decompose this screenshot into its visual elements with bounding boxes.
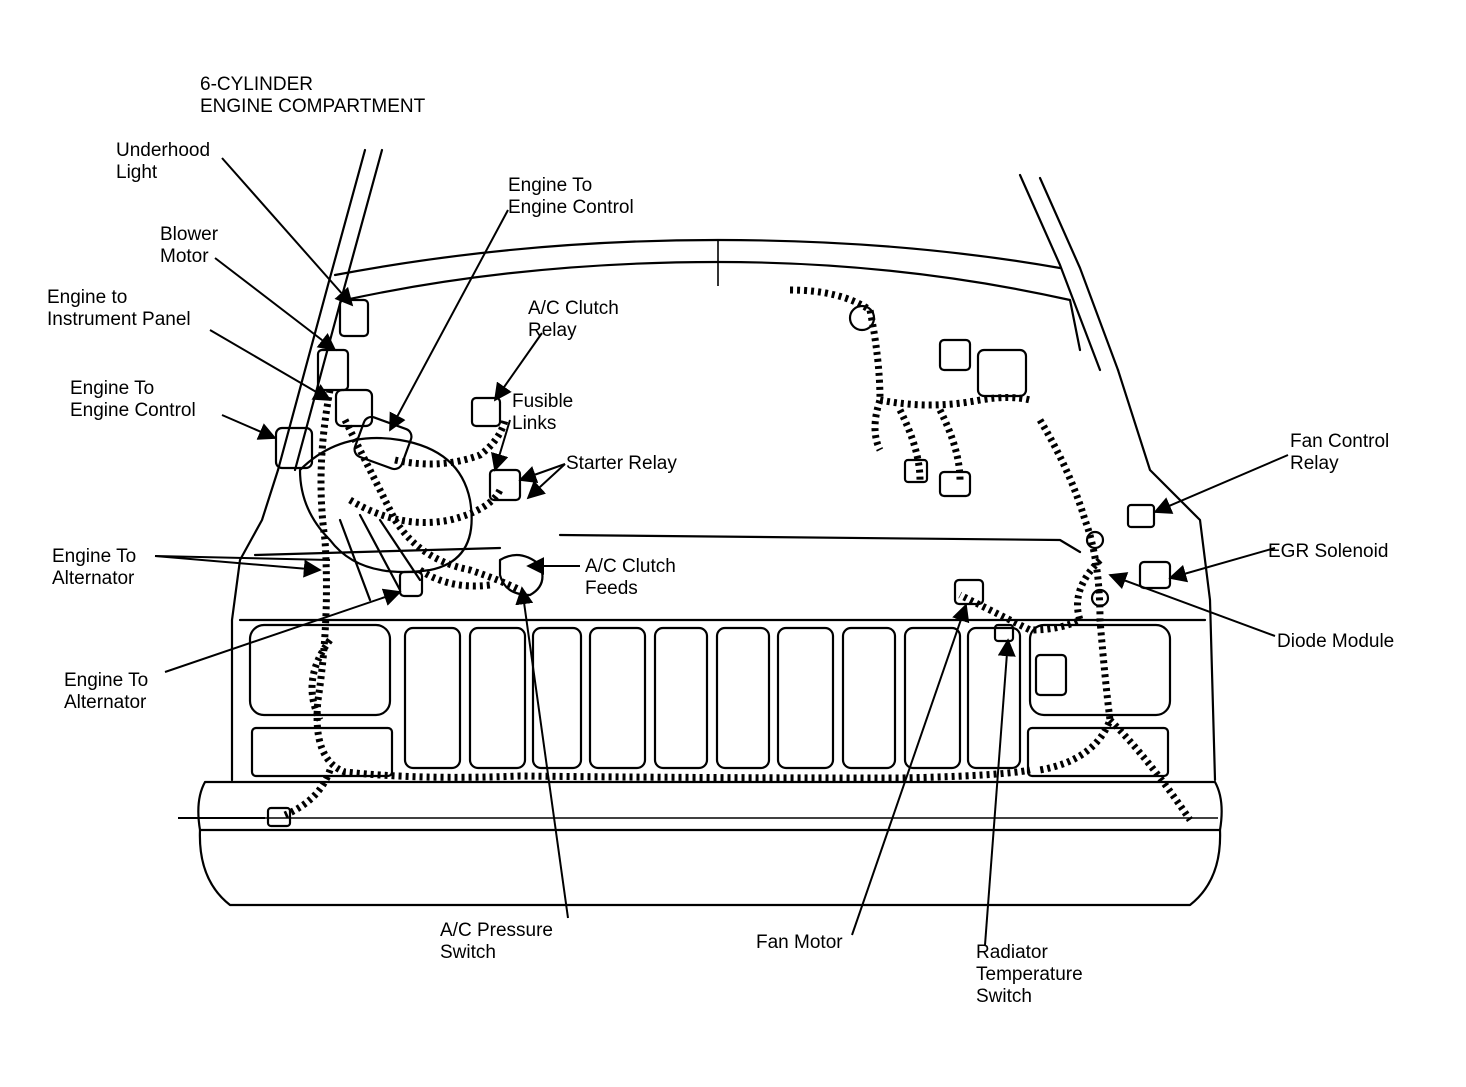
label-ac-clutch-feeds: A/C Clutch Feeds [585, 556, 676, 599]
leader-lines [154, 157, 1289, 946]
label-engine-to-instrument-panel: Engine to Instrument Panel [47, 287, 191, 330]
right-connectors [903, 338, 1172, 697]
label-engine-to-alternator-lower: Engine To Alternator [64, 670, 149, 713]
left-wiring-harness [283, 389, 1031, 819]
diagram-title: 6-CYLINDER ENGINE COMPARTMENT [200, 74, 426, 117]
label-underhood-light: Underhood Light [116, 140, 211, 183]
label-fan-control-relay: Fan Control Relay [1290, 431, 1390, 474]
label-ac-pressure-switch: A/C Pressure Switch [440, 920, 553, 963]
label-fusible-links: Fusible Links [512, 391, 574, 434]
right-wiring-harness [789, 286, 1193, 822]
vehicle-body [197, 148, 1223, 907]
label-engine-to-engine-control-left: Engine To Engine Control [70, 378, 196, 421]
label-ac-clutch-relay: A/C Clutch Relay [528, 298, 619, 341]
label-engine-to-engine-control-top: Engine To Engine Control [508, 175, 634, 218]
label-engine-to-alternator-upper: Engine To Alternator [52, 546, 137, 589]
label-egr-solenoid: EGR Solenoid [1268, 541, 1389, 562]
label-starter-relay: Starter Relay [566, 453, 677, 474]
label-radiator-temperature-switch: Radiator Temperature Switch [976, 942, 1083, 1007]
label-blower-motor: Blower Motor [160, 224, 219, 267]
label-diode-module: Diode Module [1277, 631, 1395, 652]
label-fan-motor: Fan Motor [756, 932, 843, 953]
